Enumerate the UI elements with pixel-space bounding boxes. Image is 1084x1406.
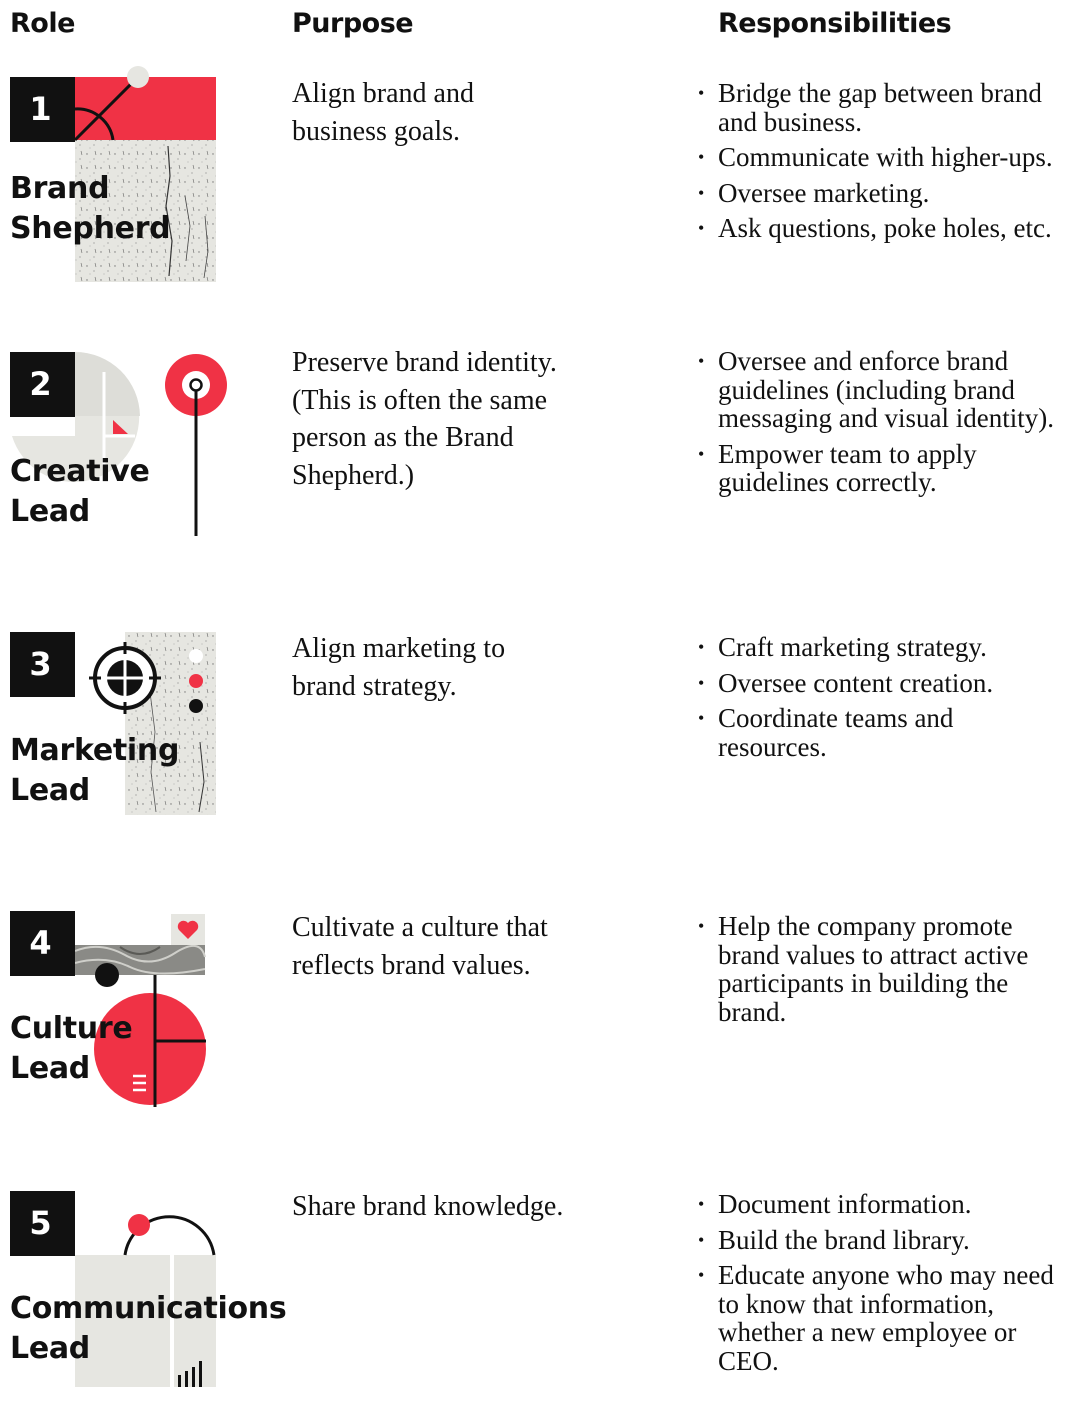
list-item: •Document information.: [698, 1189, 972, 1219]
purpose-text: Align marketing to brand strategy.: [292, 633, 506, 702]
list-item: •Bridge the gap between brand and busine…: [698, 78, 1042, 137]
header-responsibilities: Responsibilities: [718, 8, 952, 39]
role-name: Culture Lead: [10, 1011, 133, 1086]
role-number: 4: [10, 911, 75, 976]
responsibilities-list: •Bridge the gap between brand and busine…: [698, 79, 1084, 250]
list-item: •Oversee and enforce brand guidelines (i…: [698, 346, 1054, 433]
role-name: Marketing Lead: [10, 733, 180, 808]
list-item: •Oversee marketing.: [698, 177, 930, 208]
list-item: •Oversee content creation.: [698, 667, 994, 698]
pie-chart-icon: [12, 352, 140, 482]
role-marketing-lead: 3 Marketing Lead: [0, 632, 290, 847]
role-number: 3: [10, 632, 75, 697]
purpose-text: Cultivate a culture that reflects brand …: [292, 912, 548, 981]
responsibilities-list: •Oversee and enforce brand guidelines (i…: [698, 347, 1084, 504]
list-item: •Empower team to apply guidelines correc…: [698, 438, 977, 497]
list-item: •Build the brand library.: [698, 1224, 970, 1255]
circle-arc-icon: [73, 66, 216, 282]
circle-quadrant-icon: [74, 945, 206, 1107]
list-item: •Craft marketing strategy.: [698, 632, 987, 662]
header-purpose: Purpose: [292, 8, 414, 39]
purpose-text: Align brand and business goals.: [292, 78, 474, 147]
arch-icon: [75, 1214, 216, 1387]
list-item: •Ask questions, poke holes, etc.: [698, 213, 1052, 243]
purpose-text: Preserve brand identity. (This is often …: [292, 347, 557, 491]
role-name: Brand Shepherd: [10, 171, 171, 246]
signal-bars-icon: [178, 1361, 202, 1387]
role-number: 1: [10, 77, 75, 142]
role-number: 2: [10, 352, 75, 417]
list-item: •Educate anyone who may need to know tha…: [698, 1260, 1054, 1376]
target-pin-icon: [165, 354, 227, 536]
role-name: Communications Lead: [10, 1291, 287, 1366]
crosshair-icon: [89, 642, 161, 714]
list-item: •Coordinate teams and resources.: [698, 703, 954, 762]
role-brand-shepherd: 1 Brand Shepherd: [0, 66, 290, 282]
role-culture-lead: 4 Culture Lead: [0, 911, 290, 1126]
role-number: 5: [10, 1191, 75, 1256]
responsibilities-list: •Help the company promote brand values t…: [698, 912, 1084, 1033]
responsibilities-list: •Document information. •Build the brand …: [698, 1190, 1084, 1382]
role-creative-lead: 2 Creative Lead: [0, 352, 290, 567]
role-name: Creative Lead: [10, 454, 150, 529]
responsibilities-list: •Craft marketing strategy. •Oversee cont…: [698, 633, 1084, 768]
header-role: Role: [10, 8, 75, 39]
heart-icon: [171, 914, 205, 945]
list-item: •Communicate with higher-ups.: [698, 142, 1053, 172]
list-item: •Help the company promote brand values t…: [698, 911, 1029, 1027]
purpose-text: Share brand knowledge.: [292, 1191, 564, 1222]
role-communications-lead: 5 Communications Lead: [0, 1191, 290, 1406]
